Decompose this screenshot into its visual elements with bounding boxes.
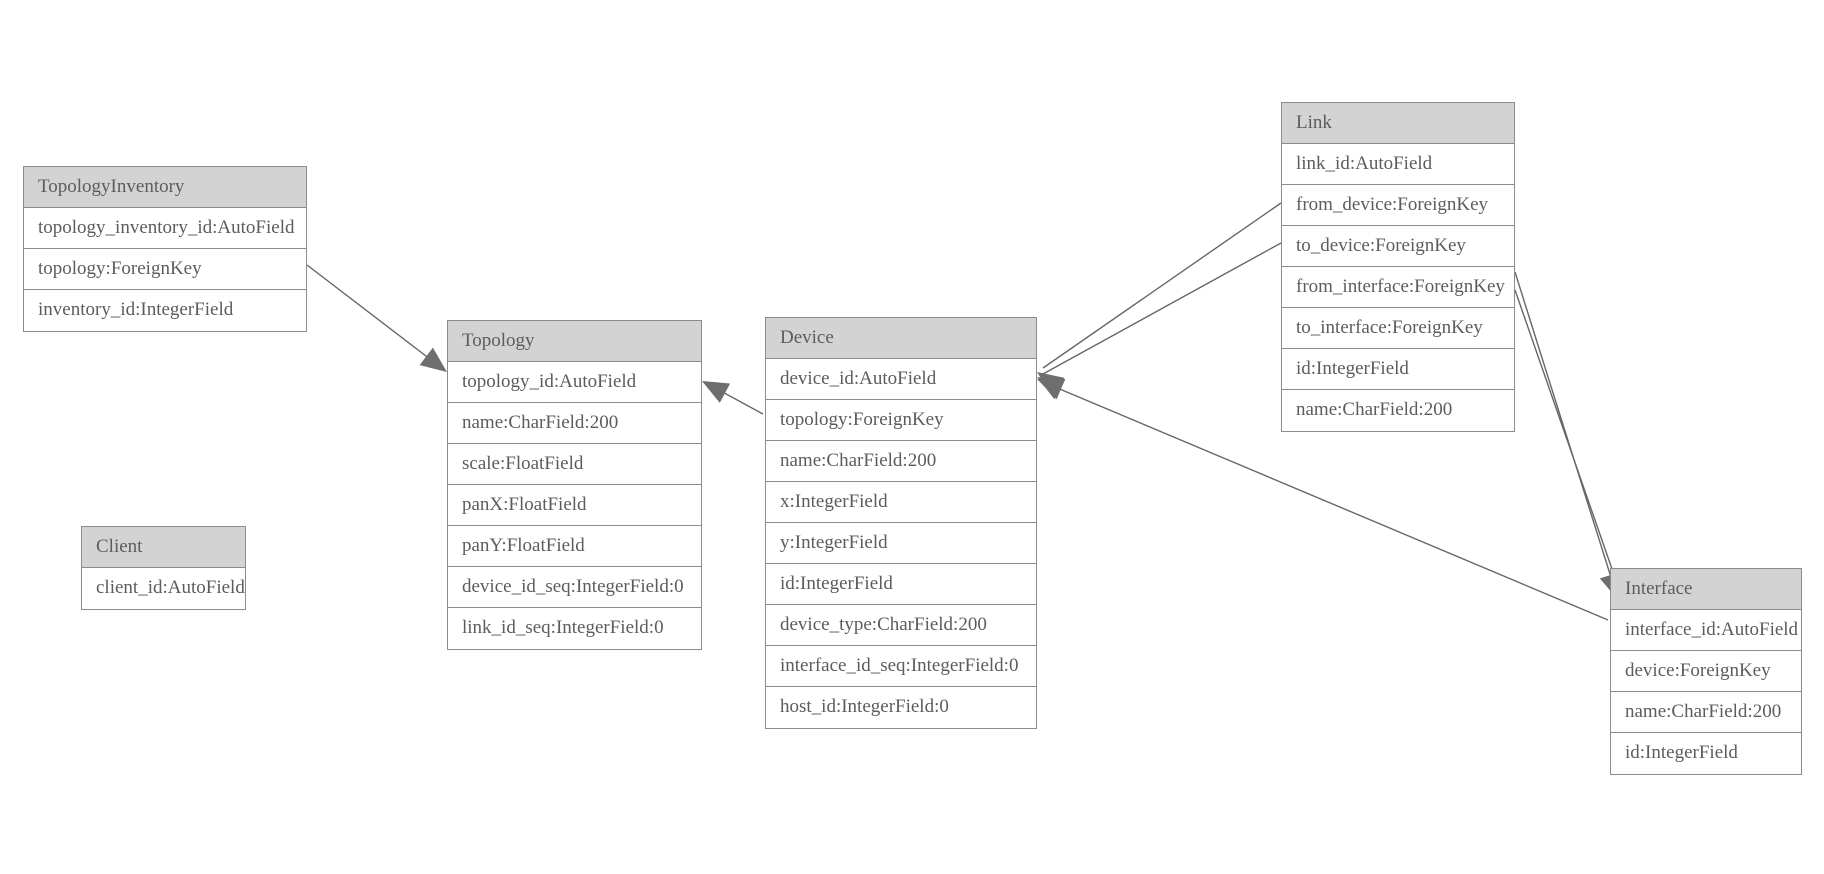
rel-link-tointerface-interface [1514, 289, 1625, 601]
rel-link-frominterface-interface [1514, 271, 1621, 600]
entity-field: y:IntegerField [766, 523, 1036, 564]
entity-field: host_id:IntegerField:0 [766, 687, 1036, 728]
entity-field: name:CharField:200 [1611, 692, 1801, 733]
entity-field: device_id:AutoField [766, 359, 1036, 400]
entity-field: device:ForeignKey [1611, 651, 1801, 692]
entity-field: client_id:AutoField [82, 568, 245, 609]
entity-field: topology_id:AutoField [448, 362, 701, 403]
rel-link-todevice-device [1037, 242, 1282, 400]
entity-field: panX:FloatField [448, 485, 701, 526]
entity-field: from_device:ForeignKey [1282, 185, 1514, 226]
entity-title-topology_inventory: TopologyInventory [24, 167, 306, 208]
relationship-line [1514, 271, 1616, 591]
entity-field: id:IntegerField [766, 564, 1036, 605]
entity-field: device_type:CharField:200 [766, 605, 1036, 646]
entity-field: x:IntegerField [766, 482, 1036, 523]
rel-device-topology [702, 381, 764, 415]
entity-field: id:IntegerField [1282, 349, 1514, 390]
relationship-line [1514, 289, 1621, 593]
entity-title-interface: Interface [1611, 569, 1801, 610]
entity-field: to_interface:ForeignKey [1282, 308, 1514, 349]
entity-field: scale:FloatField [448, 444, 701, 485]
entity-title-link: Link [1282, 103, 1514, 144]
entity-field: topology_inventory_id:AutoField [24, 208, 306, 249]
relationship-line [705, 382, 764, 415]
entity-field: interface_id_seq:IntegerField:0 [766, 646, 1036, 687]
entity-field: name:CharField:200 [766, 441, 1036, 482]
rel-topologyinventory-topology [306, 264, 447, 372]
entity-field: interface_id:AutoField [1611, 610, 1801, 651]
entity-field: to_device:ForeignKey [1282, 226, 1514, 267]
entity-field: panY:FloatField [448, 526, 701, 567]
relationship-arrowhead-icon [1037, 379, 1066, 400]
entity-field: id:IntegerField [1611, 733, 1801, 774]
entity-field: name:CharField:200 [448, 403, 701, 444]
entity-field: inventory_id:IntegerField [24, 290, 306, 331]
entity-field: name:CharField:200 [1282, 390, 1514, 431]
entity-field: topology:ForeignKey [24, 249, 306, 290]
entity-field: link_id_seq:IntegerField:0 [448, 608, 701, 649]
entity-field: topology:ForeignKey [766, 400, 1036, 441]
relationship-line [1042, 242, 1282, 375]
rel-link-fromdevice-device [1037, 202, 1282, 396]
entity-field: device_id_seq:IntegerField:0 [448, 567, 701, 608]
entity-title-client: Client [82, 527, 245, 568]
entity-field: from_interface:ForeignKey [1282, 267, 1514, 308]
relationship-line [1042, 202, 1282, 369]
relationship-line [306, 264, 444, 370]
entity-field: link_id:AutoField [1282, 144, 1514, 185]
entity-title-topology: Topology [448, 321, 701, 362]
entity-title-device: Device [766, 318, 1036, 359]
